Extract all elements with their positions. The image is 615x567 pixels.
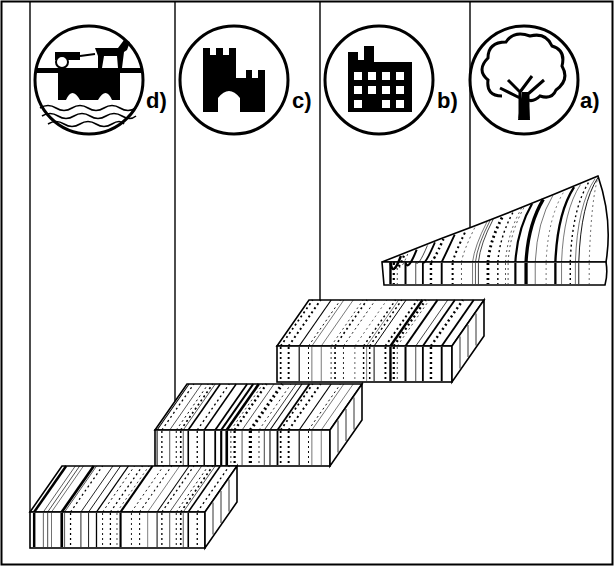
cart-bridge-icon (37, 40, 141, 127)
wood-block (277, 300, 484, 382)
panel-letter: a) (580, 90, 600, 112)
icon-circles (35, 26, 578, 134)
building-icon (348, 46, 412, 112)
tree-section (382, 176, 608, 285)
panel-letter: b) (437, 90, 458, 112)
wood-block (30, 466, 237, 548)
panel-letter: c) (292, 90, 312, 112)
timeline-lines (30, 2, 470, 512)
tree-icon (482, 34, 565, 120)
panel-letter: d) (146, 90, 167, 112)
wood-block (155, 384, 362, 466)
wood-samples (30, 176, 608, 548)
castle-icon (203, 48, 265, 112)
